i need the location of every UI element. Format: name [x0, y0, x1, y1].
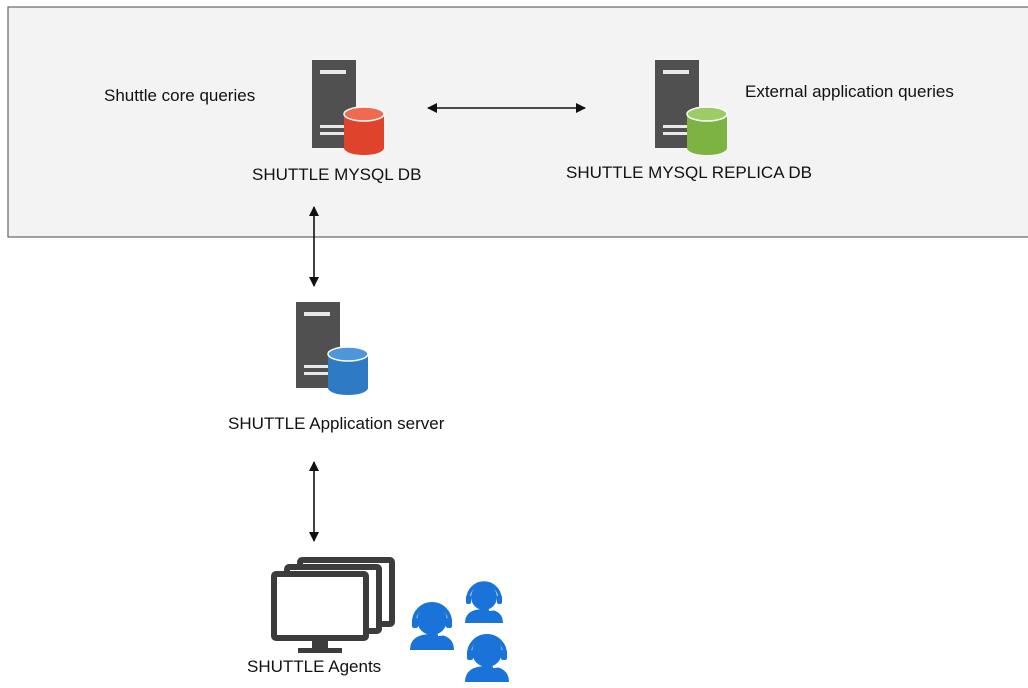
support-agent-icon	[410, 581, 509, 682]
mysql-db-label: SHUTTLE MYSQL DB	[252, 165, 422, 184]
replica-db-label: SHUTTLE MYSQL REPLICA DB	[566, 163, 812, 182]
external-queries-label: External application queries	[745, 82, 954, 101]
core-queries-label: Shuttle core queries	[104, 86, 256, 105]
agents-label: SHUTTLE Agents	[247, 657, 382, 676]
database-group-box	[7, 6, 1028, 238]
database-server-icon	[312, 60, 385, 155]
app-server-label: SHUTTLE Application server	[228, 414, 445, 433]
database-server-icon	[655, 60, 728, 155]
monitors-icon	[271, 557, 395, 653]
database-server-icon	[296, 302, 369, 395]
